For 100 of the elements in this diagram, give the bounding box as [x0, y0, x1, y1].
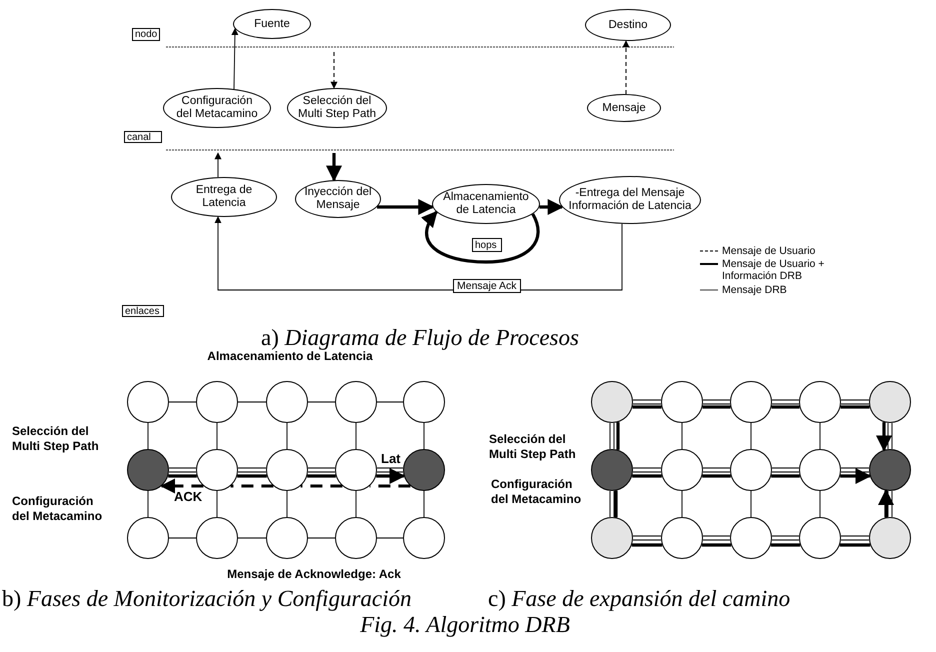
link-line	[216, 490, 218, 518]
link-line	[772, 400, 800, 404]
edge-label: Lat	[381, 452, 400, 466]
process-ellipse	[233, 9, 311, 39]
network-node	[403, 517, 445, 559]
legend-label: Mensaje DRB	[722, 284, 788, 296]
link-line	[702, 400, 730, 404]
link-line	[702, 474, 731, 478]
arrow	[421, 210, 540, 264]
annotation-label: Selección del Multi Step Path	[489, 432, 577, 462]
link-line	[750, 490, 752, 518]
link-line	[771, 405, 800, 409]
node-label: nodo	[135, 28, 158, 40]
figure-caption: Fig. 4. Algoritmo DRB	[360, 612, 570, 637]
link-line	[840, 405, 870, 409]
arrow	[160, 478, 204, 494]
arrow	[539, 199, 564, 215]
network-node	[591, 449, 633, 491]
annotation-label: Selección del Multi Step Path	[12, 424, 100, 454]
network-node	[799, 381, 841, 423]
arrow	[876, 422, 892, 452]
annotation-label: Configuración del Metacamino	[491, 477, 582, 507]
link-line	[702, 536, 730, 540]
link-line	[168, 474, 197, 478]
link-line	[888, 490, 892, 518]
link-line	[286, 490, 288, 518]
link-line	[370, 484, 410, 488]
link-line	[770, 543, 800, 547]
link-line	[702, 405, 731, 409]
edge-label: ACK	[174, 490, 202, 504]
arrow	[377, 199, 434, 215]
link-line	[168, 468, 196, 472]
network-node	[869, 381, 911, 423]
link-line	[840, 536, 870, 540]
link-line	[772, 468, 800, 472]
link-line	[888, 422, 892, 450]
arrow	[840, 468, 872, 484]
node-label: Entrega de Latencia	[194, 184, 254, 210]
legend-label: Mensaje de Usuario + Información DRB	[722, 258, 826, 282]
network-node	[869, 517, 911, 559]
arrow	[878, 489, 894, 518]
arrow	[330, 52, 338, 89]
link-line	[632, 400, 662, 404]
link-line	[610, 490, 614, 518]
link-line	[840, 543, 870, 547]
label-box	[122, 305, 164, 317]
label-box	[124, 131, 162, 143]
network-node	[661, 381, 703, 423]
link-line	[616, 422, 620, 450]
node-label: -Entrega del Mensaje Información de Latencia	[568, 187, 692, 213]
network-node	[799, 449, 841, 491]
node-label: Configuración del Metacamino	[175, 95, 259, 121]
link-line	[376, 468, 404, 472]
arrow	[622, 40, 630, 95]
link-line	[702, 468, 730, 472]
network-node	[127, 449, 169, 491]
node-label: enlaces	[125, 306, 160, 316]
link-line	[307, 474, 336, 478]
link-line	[772, 536, 800, 540]
caption: b) Fases de Monitorización y Configuración	[2, 586, 412, 611]
node-label: Destino	[608, 18, 648, 32]
node-label: Mensaje	[602, 102, 646, 114]
annotation-label: Mensaje de Acknowledge: Ack	[227, 567, 401, 582]
network-node	[127, 517, 169, 559]
link-line	[614, 490, 618, 518]
network-node	[196, 517, 238, 559]
annotation-label: Configuración del Metacamino	[12, 494, 104, 524]
node-label: hops	[475, 240, 497, 250]
network-node	[127, 381, 169, 423]
link-line	[286, 422, 288, 450]
link-line	[300, 484, 342, 488]
node-label: Almacenamiento de Latencia	[442, 191, 530, 217]
link-line	[840, 468, 870, 472]
node-label: Fuente	[254, 18, 290, 30]
annotation-label: Almacenamiento de Latencia	[207, 349, 373, 364]
network-node	[335, 449, 377, 491]
network-node	[266, 449, 308, 491]
process-ellipse	[432, 184, 540, 224]
link-line	[237, 474, 267, 478]
label-box	[132, 28, 160, 40]
arrow	[376, 468, 406, 484]
network-node	[266, 517, 308, 559]
link-line	[632, 468, 662, 472]
network-node	[799, 517, 841, 559]
link-line	[632, 405, 662, 409]
link-line	[632, 474, 662, 478]
link-line	[632, 536, 662, 540]
arrow	[326, 153, 342, 182]
link-line	[840, 400, 870, 404]
label-box	[472, 238, 502, 252]
network-node	[335, 381, 377, 423]
network-node	[196, 449, 238, 491]
legend-label: Mensaje de Usuario	[722, 245, 816, 257]
node-label: Inyección del Mensaje	[303, 186, 373, 212]
link-line	[216, 422, 218, 450]
caption: c) Fase de expansión del camino	[488, 586, 790, 611]
network-node	[591, 517, 633, 559]
link-line	[771, 474, 800, 478]
network-node	[403, 381, 445, 423]
arrow	[214, 152, 222, 178]
